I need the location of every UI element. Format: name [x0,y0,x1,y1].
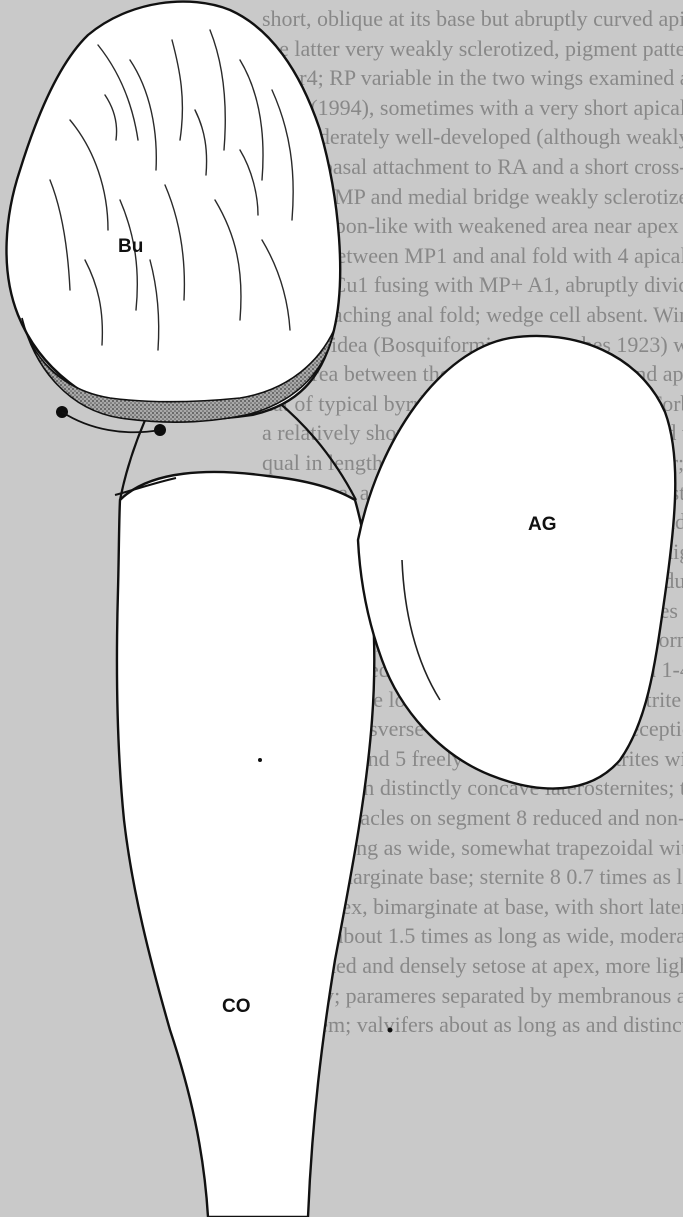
co-sac-outline [117,472,374,1217]
co-mark-upper [258,758,262,762]
label-co: CO [222,996,251,1017]
label-ag: AG [528,514,557,535]
ag-pouch-outline [358,336,675,789]
bu-bulb-outline [6,2,340,420]
label-bu: Bu [118,236,143,257]
co-mark-lower [388,1028,393,1033]
